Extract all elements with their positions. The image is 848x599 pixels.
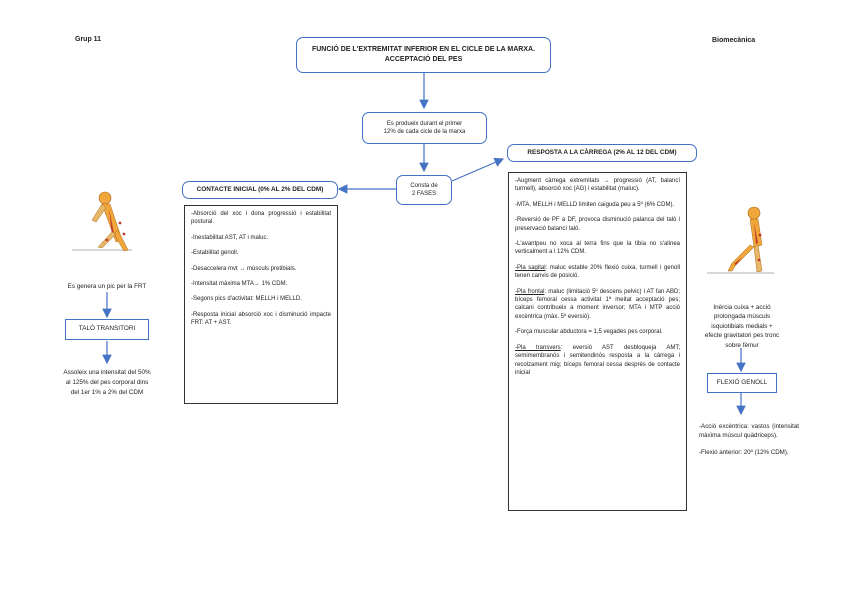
right-caption-line: sobre fèmur: [725, 341, 759, 349]
right-item: -Acció excèntrica: vastos (intensitat mà…: [699, 423, 799, 439]
subject-label: Biomecànica: [712, 37, 756, 44]
loading-item: -Reversió de PF a DF, provoca disminució…: [515, 216, 680, 233]
loading-item: -Força muscular abductora = 1,5 vegades …: [515, 328, 680, 336]
contact-item: -Segons pics d'activitat: MELLH i MELLD.: [191, 296, 302, 303]
loading-item-label: -Pla transvers: [515, 344, 561, 351]
intro-line-1: Es produeix durant el primer: [386, 120, 463, 127]
loading-item-label: -Pla frontal: [515, 288, 545, 295]
heel-strike-figure: [72, 191, 132, 252]
right-caption-line: Inèrcia cuixa + acció: [713, 304, 771, 311]
main-title-line-2: ACCEPTACIÓ DEL PES: [384, 56, 463, 63]
contact-item: -Desaccelera mvt → músculs pretibials.: [191, 265, 297, 272]
right-caption: Inèrcia cuixa + acció prolongada músculs…: [684, 303, 800, 350]
contact-phase-list: -Absorció del xoc i dona progressió i es…: [184, 205, 338, 404]
right-item: -Flexió anterior: 20º (12% CDM).: [699, 449, 789, 457]
right-caption-line: isquiotibials medials +: [711, 322, 773, 330]
left-bottom-text: Assoleix una intensitat del 50% al 125% …: [45, 368, 169, 398]
loading-item: -L'avantpeu no xoca al terra fins que la…: [515, 240, 680, 257]
contact-item: -Resposta inicial absorció xoc i disminu…: [191, 311, 331, 327]
loading-item: -MTA, MELLH i MELLD limiten caiguda peu …: [515, 201, 680, 209]
phases-box: Consta de 2 FASES: [396, 175, 452, 205]
intro-box: Es produeix durant el primer 12% de cada…: [362, 112, 487, 144]
loading-item: -Augment càrrega extremitats → progressi…: [515, 177, 680, 194]
loading-item-text: -MTA, MELLH i MELLD limiten caiguda peu …: [515, 201, 675, 208]
right-items: -Acció excèntrica: vastos (intensitat mà…: [699, 423, 799, 467]
loading-item: -Pla sagital: maluc estable 20% flexió c…: [515, 264, 680, 281]
left-caption: Es genera un pic per la FRT: [67, 283, 147, 290]
left-bottom-line: al 125% del pes corporal dins: [65, 379, 149, 386]
loading-item-text: : maluc (limitació 5º descens pelvic) i …: [515, 288, 681, 320]
left-bottom-line: del 1er 1% a 2% del CDM: [70, 389, 144, 396]
contact-item: -Intensitat màxima MTA→ 1% CDM.: [191, 281, 288, 288]
right-caption-line: efecte gravitatori pes tronc: [704, 332, 780, 340]
intro-line-2: 12% de cada cicle de la marxa: [383, 129, 466, 135]
loading-item-text: : maluc estable 20% flexió cuixa, turmel…: [515, 264, 680, 280]
loading-item-label: -Pla sagital: [515, 264, 546, 271]
contact-phase-title: CONTACTE INICIAL (0% AL 2% DEL CDM): [182, 181, 338, 199]
phases-line-2: 2 FASES: [411, 191, 437, 197]
contact-item: -Estabilitat genoll.: [191, 250, 239, 257]
loading-item: -Pla transvers: eversió AST desbloqueja …: [515, 344, 680, 378]
loading-item-text: : eversió AST desbloqueja AMT; semimembr…: [515, 344, 680, 376]
group-label: Grup 11: [75, 36, 102, 43]
contact-item: -Absorció del xoc i dona progressió i es…: [191, 211, 331, 226]
left-bottom-line: Assoleix una intensitat del 50%: [63, 369, 151, 376]
contact-item: -Inestabilitat AST, AT i maluc.: [191, 234, 269, 241]
heel-transient-box: TALÓ TRANSITORI: [65, 319, 149, 340]
knee-flexion-box: FLEXIÓ GENOLL: [707, 373, 777, 393]
main-title-line-1: FUNCIÓ DE L'EXTREMITAT INFERIOR EN EL CI…: [311, 46, 536, 53]
loading-item-text: -Reversió de PF a DF, provoca disminució…: [515, 217, 680, 232]
loading-response-figure: [707, 206, 774, 274]
phases-line-1: Consta de: [410, 182, 438, 189]
right-caption-line: prolongada músculs: [713, 313, 771, 321]
arrow-center-to-loading: [451, 157, 505, 182]
loading-phase-title: RESPOSTA A LA CÀRREGA (2% AL 12 DEL CDM): [507, 144, 697, 162]
loading-item: -Pla frontal: maluc (limitació 5º descen…: [515, 288, 680, 322]
loading-item-text: -Augment càrrega extremitats → progressi…: [515, 178, 680, 193]
loading-item-text: -L'avantpeu no xoca al terra fins que la…: [515, 241, 680, 256]
loading-item-text: -Força muscular abductora = 1,5 vegades …: [515, 329, 663, 336]
loading-phase-list: -Augment càrrega extremitats → progressi…: [508, 172, 687, 511]
main-title-box: FUNCIÓ DE L'EXTREMITAT INFERIOR EN EL CI…: [296, 37, 551, 73]
